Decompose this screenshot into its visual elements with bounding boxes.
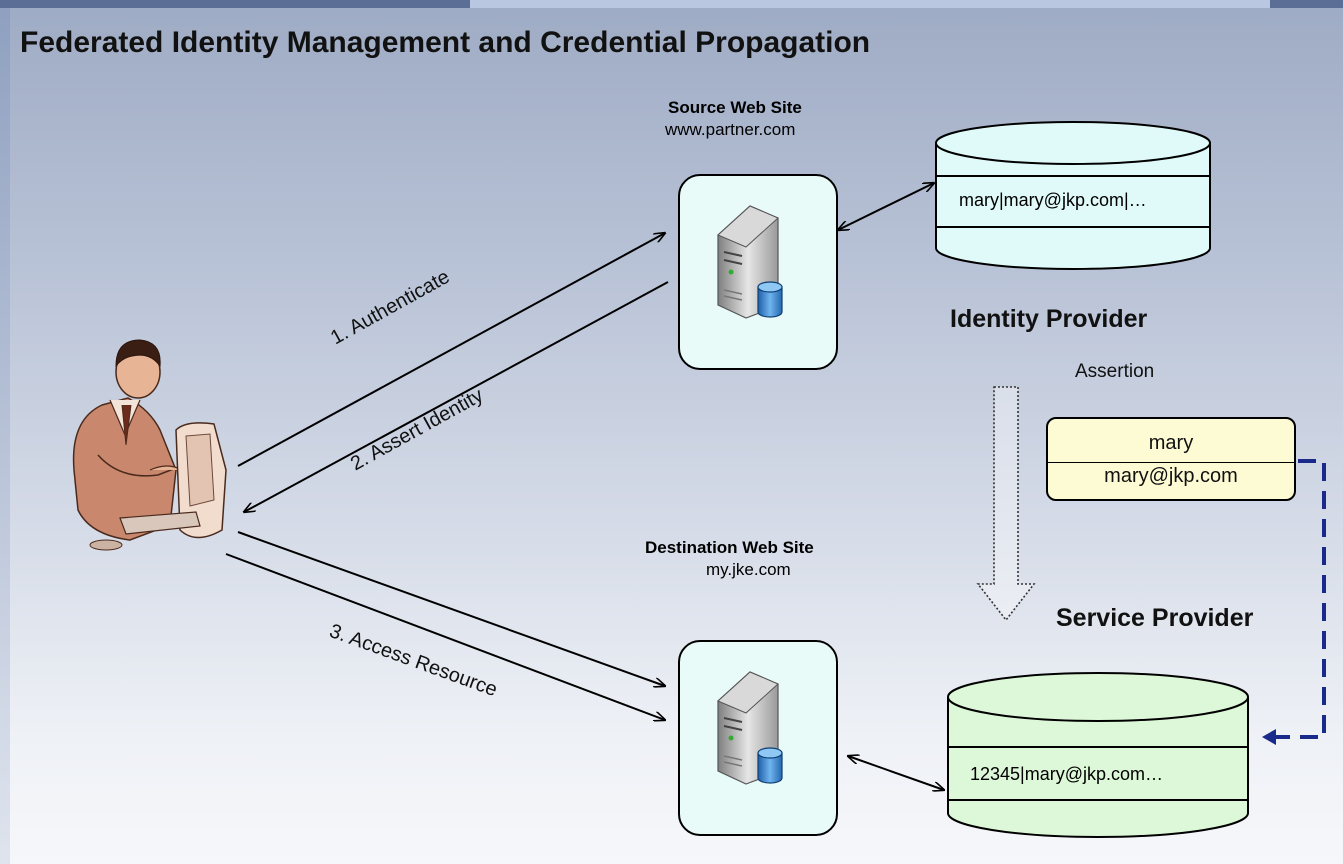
left-edge [0,8,10,864]
assertion-flow-arrow [976,386,1036,622]
assertion-to-sp-arrow [1272,459,1326,739]
access-resource-arrow [237,531,665,686]
assertion-divider [1048,462,1294,463]
idp-record: mary|mary@jkp.com|… [959,190,1147,210]
assertion-username: mary [1148,432,1194,454]
service-provider-label: Service Provider [1056,604,1254,632]
assertion-token: mary mary@jkp.com [1046,417,1296,501]
sp-record: 12345|mary@jkp.com… [970,764,1164,784]
database-icon [757,747,783,784]
assertion-label: Assertion [1075,361,1155,382]
idp-sync-arrow [838,183,934,230]
top-bar-highlight [470,0,1270,8]
sp-sync-arrow [848,756,944,790]
authenticate-arrow [237,233,665,467]
idp-database [935,121,1211,270]
source-site-url: www.partner.com [665,120,796,139]
source-site-title: Source Web Site [668,98,802,117]
destination-site-title: Destination Web Site [645,538,814,557]
assertion-email: mary@jkp.com [1104,465,1238,487]
identity-provider-label: Identity Provider [950,305,1148,333]
assertion-to-sp-arrowhead [1262,729,1276,745]
slide-title: Federated Identity Management and Creden… [20,26,871,59]
access-resource-arrow-2 [225,553,665,720]
destination-site-url: my.jke.com [706,560,791,579]
database-icon [757,281,783,318]
assert-identity-arrow [244,281,669,512]
sp-database [947,672,1249,838]
user-at-computer-icon [72,339,227,551]
